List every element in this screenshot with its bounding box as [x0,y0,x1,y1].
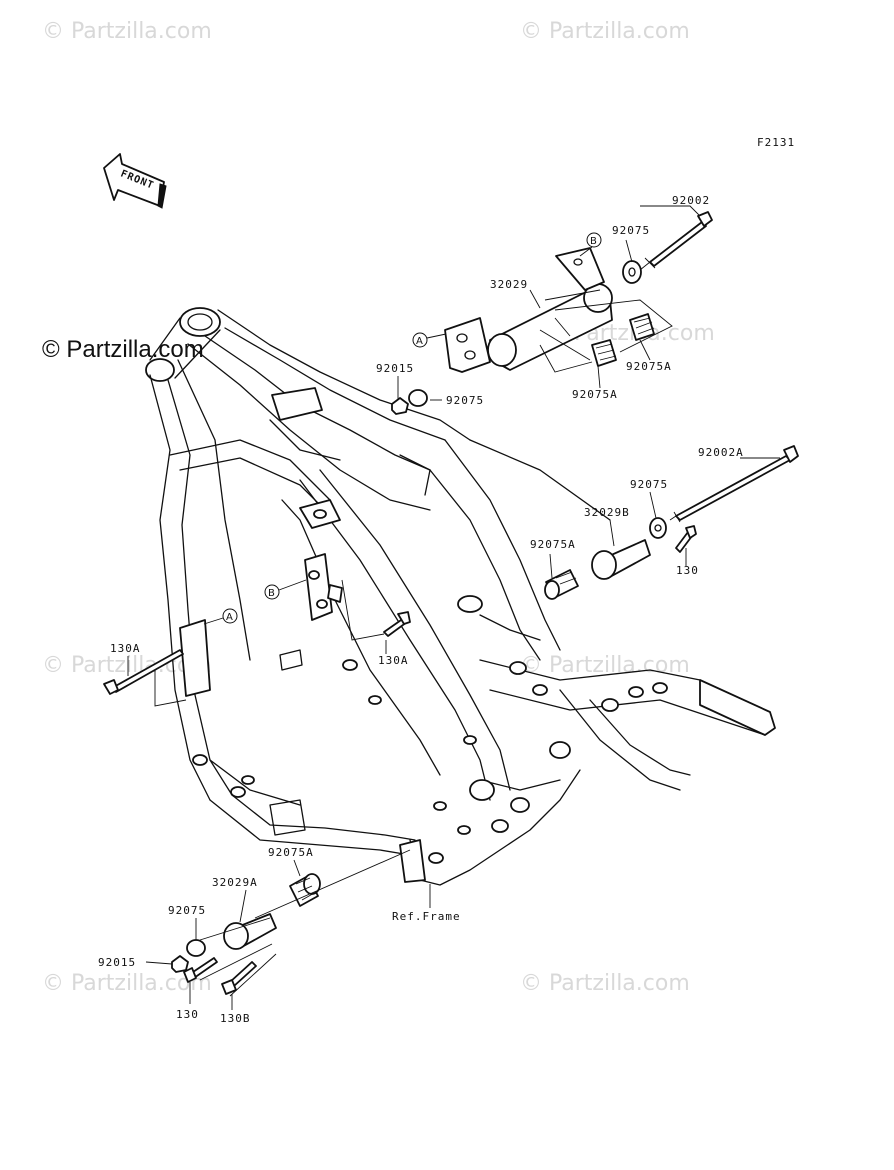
label-32029A: 32029A [212,876,258,889]
svg-text:B: B [268,588,275,599]
bolts-130A [103,579,411,707]
label-130-bot: 130 [176,1008,199,1021]
callout-a-top: A [412,332,447,348]
label-92075A-r2: 92075A [530,538,576,551]
label-130A-mid: 130A [378,654,409,667]
callout-a-frame: A [203,608,238,625]
label-32029: 32029 [490,278,528,291]
svg-text:A: A [226,612,233,623]
label-92015-top: 92015 [376,362,414,375]
label-92075A-left: 92075A [572,388,618,401]
watermark-bottom-left: © Partzilla.com [42,971,212,996]
watermark-bold: © Partzilla.com [42,336,204,363]
label-92075A-right: 92075A [626,360,672,373]
label-92075A-bot: 92075A [268,846,314,859]
leader-lines [127,205,780,1010]
watermark-mid-right-2: © Partzilla.com [520,653,690,678]
label-130B: 130B [220,1012,251,1025]
watermark-bottom-right: © Partzilla.com [520,971,690,996]
label-92075-mid: 92075 [446,394,484,407]
bottom-mount-assembly [171,849,411,997]
callout-b-top: B [579,232,602,257]
frame-drawing [145,307,776,886]
svg-text:B: B [590,236,597,247]
part-labels: 92002 92075 32029 92015 92075 92075A 920… [98,194,744,1025]
callout-b-frame: B [264,579,307,600]
label-130-r2: 130 [676,564,699,577]
label-32029B: 32029B [584,506,630,519]
label-92075-r2: 92075 [630,478,668,491]
top-mount-assembly [391,211,713,415]
label-ref-frame: Ref.Frame [392,910,461,923]
mid-mount-assembly [544,445,799,600]
front-arrow-icon: FRONT [103,153,167,209]
label-92075-bot: 92075 [168,904,206,917]
svg-text:A: A [416,336,423,347]
label-92002A: 92002A [698,446,744,459]
label-92075-top: 92075 [612,224,650,237]
figure-code: F2131 [757,136,795,149]
watermark-top-left: © Partzilla.com [42,19,212,44]
label-92002: 92002 [672,194,710,207]
watermark-top-right: © Partzilla.com [520,19,690,44]
label-130A-left: 130A [110,642,141,655]
label-92015-bot: 92015 [98,956,136,969]
